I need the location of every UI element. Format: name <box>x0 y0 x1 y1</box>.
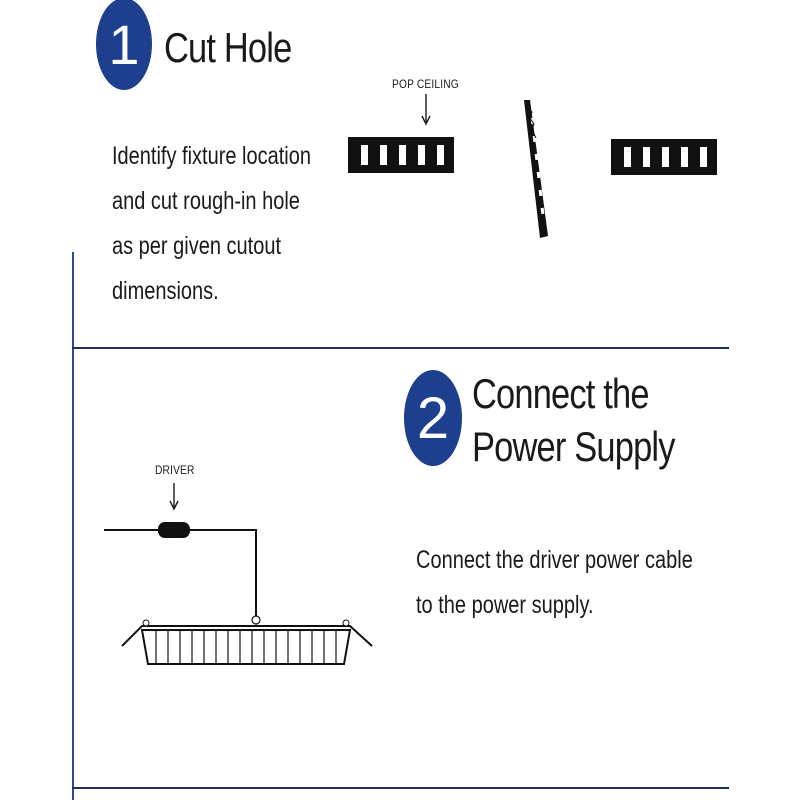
step-2-description: Connect the driver power cable to the po… <box>416 538 693 628</box>
section-divider-bottom <box>72 787 729 789</box>
pop-ceiling-arrow-icon <box>421 94 431 126</box>
step-1-description-line: Identify fixture location <box>112 142 311 170</box>
step-2-number-badge: 2 <box>404 370 462 466</box>
step-1-number-badge: 1 <box>96 0 152 90</box>
step-2-title: Connect the Power Supply <box>472 368 675 473</box>
ceiling-panel-icon <box>611 139 717 175</box>
step-2-title-line: Power Supply <box>472 422 675 470</box>
step-2-description-line: Connect the driver power cable <box>416 546 693 574</box>
ceiling-panel-icon <box>348 137 454 173</box>
driver-label: DRIVER <box>155 463 195 477</box>
driver-module-icon <box>158 522 190 538</box>
led-fixture-icon <box>104 483 373 665</box>
step-2-title-line: Connect the <box>472 370 650 417</box>
saw-blade-icon <box>524 100 548 238</box>
section-divider <box>72 347 729 349</box>
step-2-description-line: to the power supply. <box>416 591 594 619</box>
step-1-description-line: as per given cutout <box>112 232 281 260</box>
step-1-description: Identify fixture location and cut rough-… <box>112 134 311 314</box>
step-1-description-line: and cut rough-in hole <box>112 187 300 215</box>
driver-arrow-icon <box>169 483 179 511</box>
frame-left-border <box>72 252 74 800</box>
step-1-description-line: dimensions. <box>112 277 219 305</box>
pop-ceiling-label: POP CEILING <box>392 77 459 91</box>
step-1-title: Cut Hole <box>164 24 292 71</box>
